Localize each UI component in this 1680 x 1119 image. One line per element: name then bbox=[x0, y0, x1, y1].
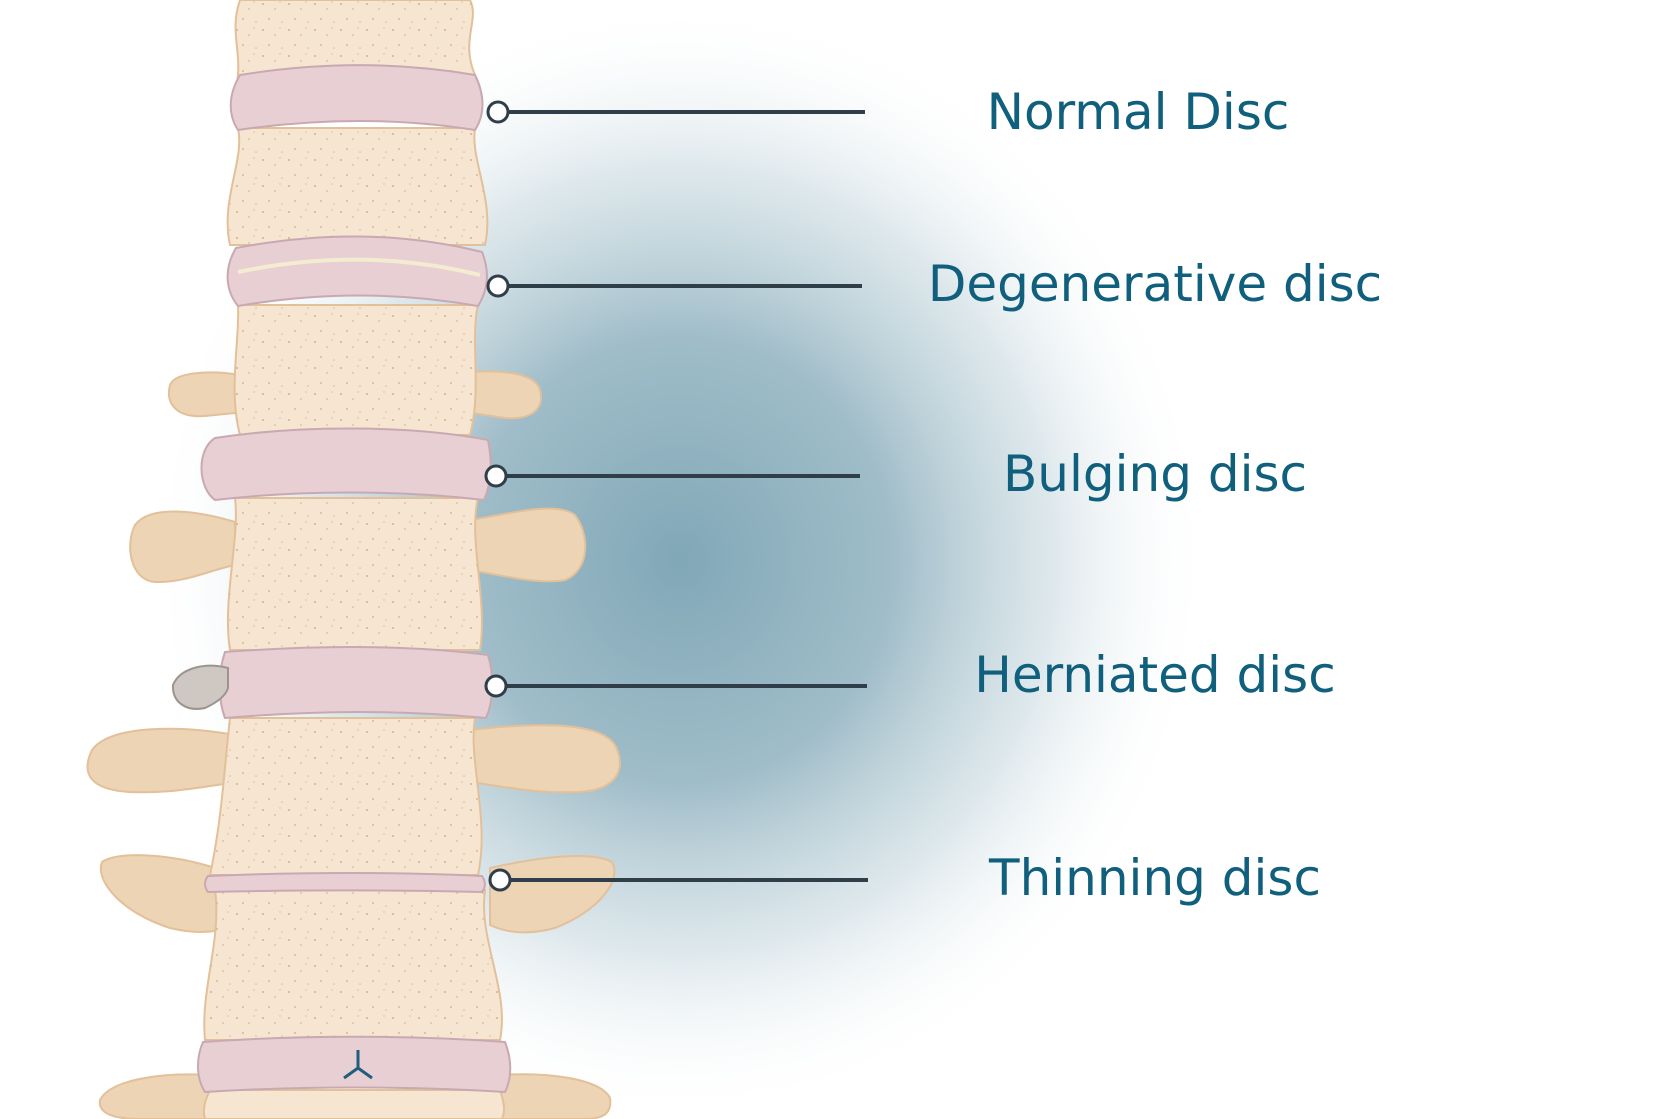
leader-lines bbox=[484, 100, 868, 892]
bottom-disc-shape bbox=[197, 1035, 512, 1094]
label-normal-disc: Normal Disc bbox=[986, 83, 1290, 141]
thinning-disc-shape bbox=[204, 872, 486, 894]
discs bbox=[171, 64, 512, 1094]
transverse-processes bbox=[86, 370, 621, 1119]
bone-texture bbox=[204, 0, 502, 1040]
herniation-bulge bbox=[171, 664, 229, 710]
degenerative-disc-shape bbox=[226, 235, 488, 308]
label-bulging-disc: Bulging disc bbox=[1002, 445, 1308, 503]
leader-dot-degenerative bbox=[486, 274, 510, 298]
leader-dot-bulging bbox=[484, 464, 508, 488]
degeneration-crack bbox=[237, 257, 481, 277]
normal-disc-shape bbox=[229, 64, 484, 132]
leader-dot-normal bbox=[486, 100, 510, 124]
bulging-disc-shape bbox=[200, 427, 492, 502]
disc-marker-icon bbox=[343, 1050, 373, 1080]
leader-dot-thinning bbox=[488, 868, 512, 892]
leader-dot-herniated bbox=[484, 674, 508, 698]
label-herniated-disc: Herniated disc bbox=[974, 646, 1336, 704]
label-thinning-disc: Thinning disc bbox=[989, 849, 1321, 907]
herniated-disc-shape bbox=[218, 646, 494, 720]
label-degenerative-disc: Degenerative disc bbox=[927, 255, 1383, 313]
vertebra-7 bbox=[202, 1089, 506, 1119]
